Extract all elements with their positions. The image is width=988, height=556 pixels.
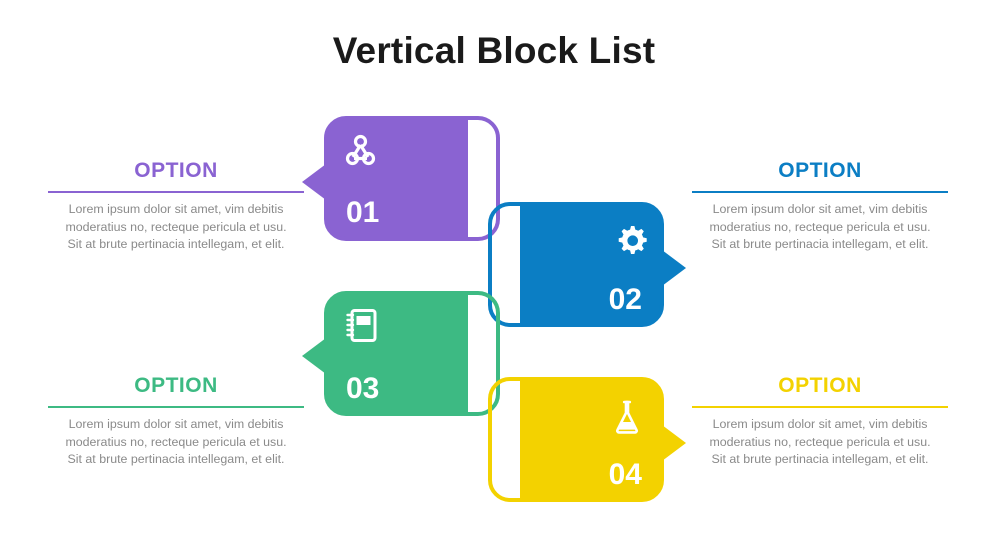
block-02-pointer bbox=[662, 250, 686, 286]
option-panel-04: OPTION Lorem ipsum dolor sit amet, vim d… bbox=[692, 374, 948, 469]
block-01[interactable]: 01 bbox=[302, 116, 500, 241]
option-heading-04: OPTION bbox=[778, 374, 862, 397]
option-body-line: Sit at brute pertinacia intellegam, et e… bbox=[67, 237, 285, 252]
option-rule-01 bbox=[48, 191, 304, 194]
option-rule-04 bbox=[692, 406, 948, 409]
option-body-01: Lorem ipsum dolor sit amet, vim debitis … bbox=[48, 201, 304, 254]
option-body-line: moderatius no, recteque pericula et usu. bbox=[709, 219, 931, 234]
option-body-04: Lorem ipsum dolor sit amet, vim debitis … bbox=[692, 416, 948, 469]
share-network-icon bbox=[345, 134, 376, 166]
block-04-fill bbox=[520, 379, 662, 500]
option-body-line: Sit at brute pertinacia intellegam, et e… bbox=[711, 452, 929, 467]
gear-icon bbox=[618, 226, 647, 254]
option-body-02: Lorem ipsum dolor sit amet, vim debitis … bbox=[692, 201, 948, 254]
block-02-outline bbox=[488, 202, 664, 327]
block-03-pointer bbox=[302, 338, 326, 374]
option-panel-01: OPTION Lorem ipsum dolor sit amet, vim d… bbox=[48, 159, 304, 254]
block-03-fill bbox=[326, 293, 468, 414]
block-04-outline bbox=[488, 377, 664, 502]
option-body-line: moderatius no, recteque pericula et usu. bbox=[709, 434, 931, 449]
option-body-line: Lorem ipsum dolor sit amet, vim debitis bbox=[712, 202, 928, 217]
block-03-number: 03 bbox=[346, 372, 379, 405]
flask-icon bbox=[616, 400, 638, 434]
block-03-outline bbox=[324, 291, 500, 416]
option-body-line: Sit at brute pertinacia intellegam, et e… bbox=[711, 237, 929, 252]
option-body-line: Sit at brute pertinacia intellegam, et e… bbox=[67, 452, 285, 467]
option-panel-03: OPTION Lorem ipsum dolor sit amet, vim d… bbox=[48, 374, 304, 469]
block-02-number: 02 bbox=[609, 283, 642, 316]
block-04-pointer bbox=[662, 425, 686, 461]
option-body-line: moderatius no, recteque pericula et usu. bbox=[65, 434, 287, 449]
block-01-pointer bbox=[302, 164, 326, 200]
block-01-fill bbox=[326, 118, 468, 239]
option-body-03: Lorem ipsum dolor sit amet, vim debitis … bbox=[48, 416, 304, 469]
block-01-number: 01 bbox=[346, 196, 379, 229]
option-panel-02: OPTION Lorem ipsum dolor sit amet, vim d… bbox=[692, 159, 948, 254]
block-02[interactable]: 02 bbox=[488, 202, 686, 327]
block-03[interactable]: 03 bbox=[302, 291, 500, 416]
block-01-outline bbox=[324, 116, 500, 241]
block-02-fill bbox=[520, 204, 662, 325]
option-rule-02 bbox=[692, 191, 948, 194]
option-body-line: moderatius no, recteque pericula et usu. bbox=[65, 219, 287, 234]
block-04-number: 04 bbox=[609, 458, 643, 491]
option-body-line: Lorem ipsum dolor sit amet, vim debitis bbox=[68, 202, 284, 217]
option-body-line: Lorem ipsum dolor sit amet, vim debitis bbox=[712, 417, 928, 432]
notebook-icon bbox=[346, 309, 377, 342]
option-heading-02: OPTION bbox=[778, 159, 862, 182]
option-rule-03 bbox=[48, 406, 304, 409]
option-heading-03: OPTION bbox=[134, 374, 218, 397]
block-04[interactable]: 04 bbox=[488, 377, 686, 502]
option-heading-01: OPTION bbox=[134, 159, 218, 182]
page-title: Vertical Block List bbox=[332, 30, 656, 71]
option-body-line: Lorem ipsum dolor sit amet, vim debitis bbox=[68, 417, 284, 432]
